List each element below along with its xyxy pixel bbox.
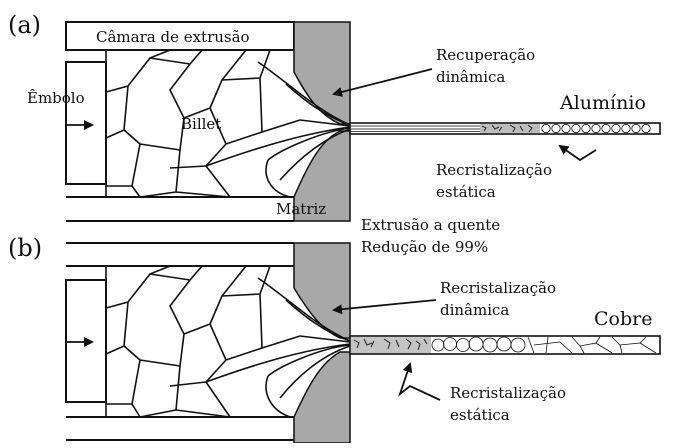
ram [65,61,107,185]
panel-a-tag: (a) [8,11,41,39]
dynamic-label-a-line1: Recuperação [436,46,535,64]
rod-static-recrystallized-grains [480,123,651,134]
rod-elongated-grains [350,125,480,132]
chamber-top-wall [65,21,295,51]
rod-b-grains [351,336,657,354]
dynamic-arrow-b [332,299,437,315]
static-arrow-b [398,362,441,401]
dynamic-label-b-line2: dinâmica [440,301,509,319]
billet-grains [105,49,351,198]
static-arrow-a [558,144,597,162]
static-label-a-line2: estática [436,183,496,201]
metal-label-aluminum: Alumínio [559,92,646,114]
panel-b-tag: (b) [8,234,42,262]
die-label: Matriz [276,200,326,218]
panel-a: (a) Câmara de extrusão Matriz Êmbolo [8,11,661,222]
billet-b-grains [105,265,351,418]
process-line-1: Extrusão a quente [361,216,500,234]
process-line-2: Redução de 99% [361,238,488,256]
die-b-lower [293,351,351,444]
die-b-upper [293,242,351,339]
dynamic-label-b-line1: Recristalização [440,279,556,297]
billet-label: Billet [181,115,221,133]
dynamic-arrow-a [332,68,433,97]
ram-label: Êmbolo [27,89,85,107]
static-label-a-line1: Recristalização [436,161,552,179]
panel-b: (b) [8,234,661,444]
dynamic-label-a-line2: dinâmica [436,68,505,86]
static-label-b-line2: estática [450,406,510,424]
ram-b [65,279,107,403]
static-label-b-line1: Recristalização [450,384,566,402]
metal-label-copper: Cobre [594,308,652,330]
chamber-label: Câmara de extrusão [96,28,250,46]
